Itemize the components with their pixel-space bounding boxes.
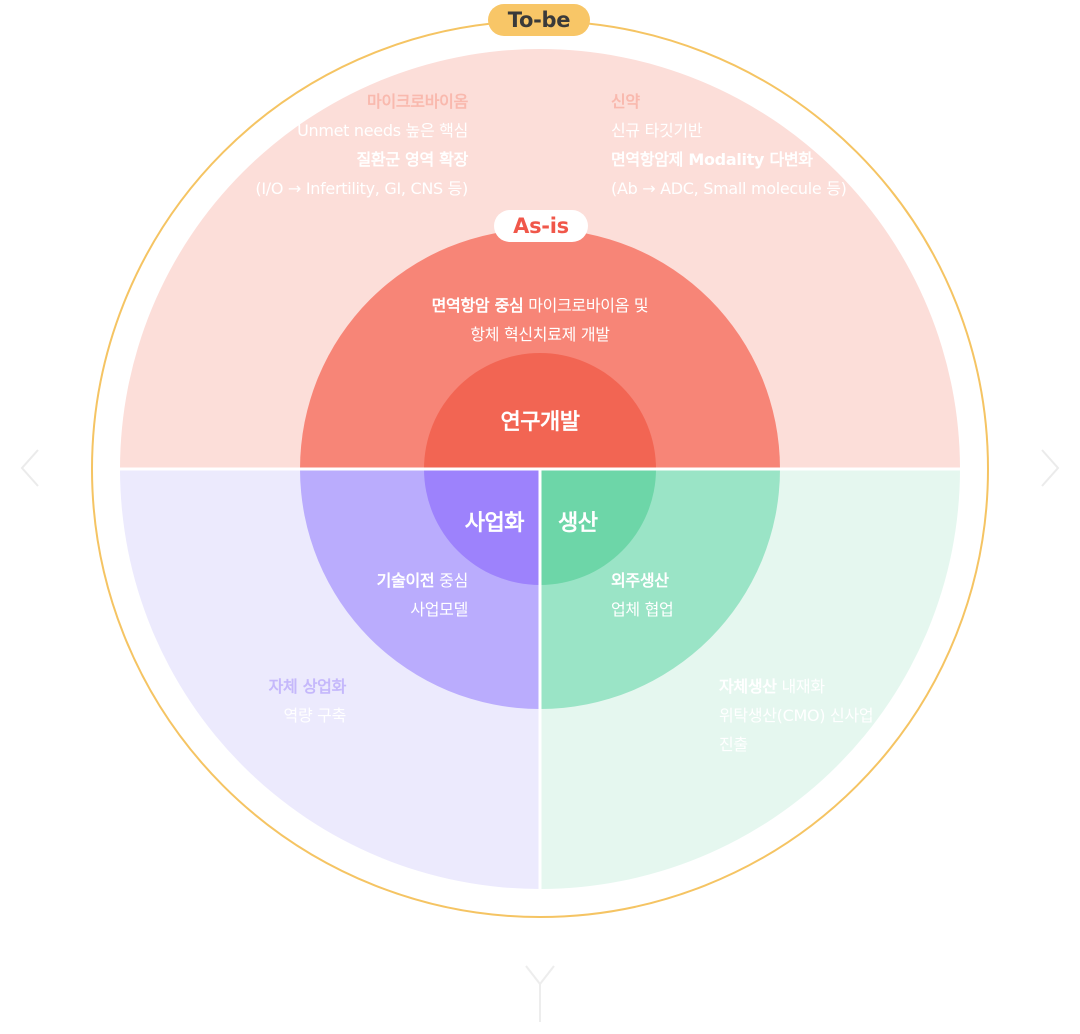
chevron-right-icon[interactable]: [1038, 446, 1062, 500]
tobe-microbiome-text: 마이크로바이옴 Unmet needs 높은 핵심 질환군 영역 확장 (I/O…: [160, 87, 468, 203]
tobe-drug-title: 신약: [611, 92, 640, 111]
asis-production-bold: 외주생산: [611, 571, 669, 590]
asis-production-text: 외주생산 업체 협업: [611, 566, 779, 624]
asis-commercialization-line2: 사업모델: [410, 600, 468, 619]
tobe-drug-line2: 신규 타깃기반: [611, 121, 703, 140]
asis-commercialization-bold: 기술이전: [376, 571, 435, 590]
tobe-manufacturing-line2: 위탁생산(CMO) 신사업: [719, 706, 874, 725]
asis-rnd-bold: 면역항암 중심: [431, 296, 524, 315]
tobe-microbiome-title: 마이크로바이옴: [367, 92, 468, 111]
tobe-drug-text: 신약 신규 타깃기반 면역항암제 Modality 다변화 (Ab → ADC,…: [611, 87, 901, 203]
asis-rnd-segment: [300, 229, 780, 469]
chevron-left-icon[interactable]: [18, 446, 42, 500]
commercialization-label: 사업화: [464, 511, 525, 536]
tobe-commercialization-text: 자체 상업화 역량 구축: [180, 672, 347, 730]
tobe-drug-line4: (Ab → ADC, Small molecule 등): [611, 179, 847, 198]
rnd-label: 연구개발: [500, 410, 580, 435]
core-rnd-segment: [424, 353, 656, 469]
production-label: 생산: [558, 511, 598, 536]
tobe-manufacturing-line3: 진출: [719, 735, 748, 754]
core-commercialization-segment: [424, 469, 540, 585]
tobe-manufacturing-line1: 내재화: [776, 677, 825, 696]
tobe-microbiome-line3: 질환군 영역 확장: [356, 150, 469, 169]
tobe-microbiome-line4: (I/O → Infertility, GI, CNS 등): [255, 179, 468, 198]
asis-rnd-text: 면역항암 중심 마이크로바이옴 및 항체 혁신치료제 개발: [360, 291, 720, 349]
tobe-manufacturing-text: 자체생산 내재화 위탁생산(CMO) 신사업 진출: [719, 672, 939, 759]
tobe-microbiome-line2: Unmet needs 높은 핵심: [297, 121, 468, 140]
asis-commercialization-text: 기술이전 중심 사업모델: [300, 566, 469, 624]
tobe-badge: To-be: [488, 4, 590, 36]
tobe-drug-line3: 면역항암제 Modality 다변화: [611, 150, 813, 169]
chevron-down-icon[interactable]: [522, 962, 558, 1034]
asis-production-line2: 업체 협업: [611, 600, 674, 619]
tobe-commercialization-bold: 자체 상업화: [268, 677, 347, 696]
asis-rnd-line2: 항체 혁신치료제 개발: [470, 325, 610, 344]
core-production-segment: [540, 469, 656, 585]
asis-commercialization-line1: 중심: [434, 571, 468, 590]
asis-rnd-line1: 마이크로바이옴 및: [523, 296, 649, 315]
tobe-manufacturing-bold: 자체생산: [719, 677, 777, 696]
tobe-commercialization-line2: 역량 구축: [283, 706, 347, 725]
asis-badge: As-is: [494, 210, 588, 242]
